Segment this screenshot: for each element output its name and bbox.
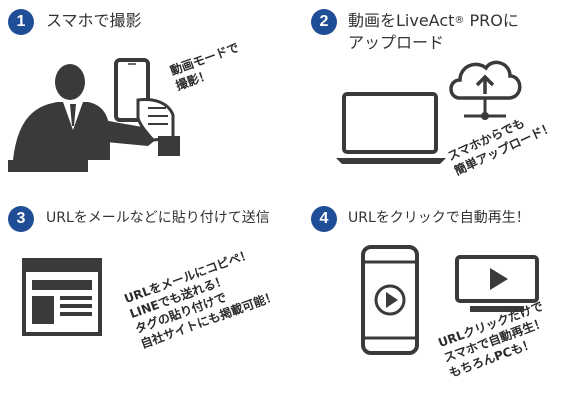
smartphone-play-icon — [361, 245, 419, 355]
step-number-badge: 1 — [8, 9, 34, 35]
webpage-icon — [22, 258, 102, 336]
cloud-upload-icon — [449, 60, 522, 120]
step-number-badge: 3 — [8, 206, 34, 232]
step-title: スマホで撮影 — [46, 11, 142, 30]
registered-mark: ® — [454, 15, 465, 26]
person-with-phone-icon — [8, 58, 180, 172]
step-title: URLをクリックで自動再生！ — [348, 210, 530, 226]
title-text: 動画をLiveAct — [348, 11, 455, 30]
title-text: PROに — [464, 11, 519, 30]
step-number-badge: 2 — [311, 9, 337, 35]
step-title: URLをメールなどに貼り付けて送信 — [46, 210, 270, 226]
step-number-badge: 4 — [311, 206, 337, 232]
step-note: URLをメールにコピペ！ LINEでも送れる！ タグの貼り付けで 自社サイトにも… — [122, 243, 279, 352]
laptop-icon — [336, 92, 446, 164]
step-title-line-2: アップロード — [348, 33, 445, 52]
step-title: 動画をLiveAct® PROに — [348, 11, 519, 31]
monitor-play-icon — [455, 255, 539, 312]
